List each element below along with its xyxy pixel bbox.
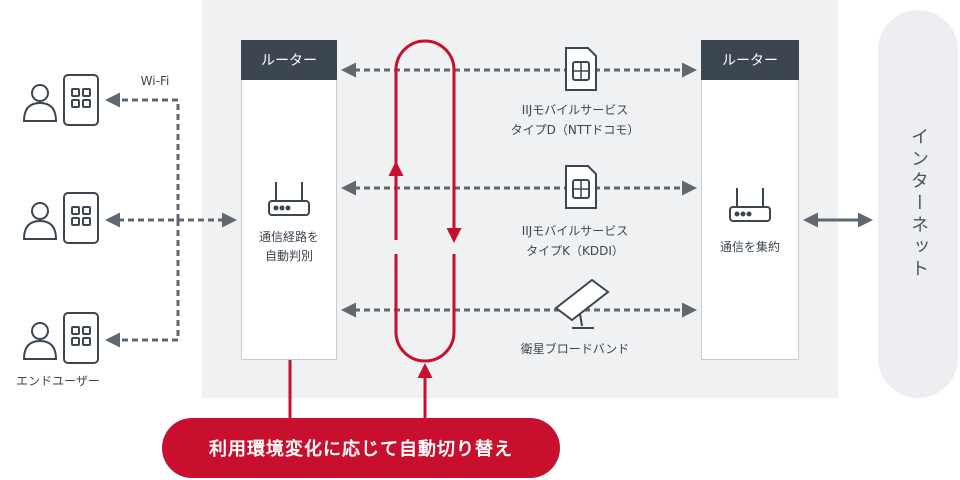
satellite-dish-icon <box>554 278 610 329</box>
right-router-title: ルーター <box>701 40 799 80</box>
wifi-arrow-bottom <box>105 220 180 348</box>
right-router-label: 通信を集約 <box>719 240 780 254</box>
router-device-icon-left <box>268 182 310 216</box>
left-router-label-line1: 通信経路を <box>258 230 319 244</box>
switching-loop <box>394 39 456 363</box>
wifi-label: Wi-Fi <box>140 74 170 88</box>
user-icon-3 <box>22 322 58 360</box>
right-router-box <box>701 40 799 360</box>
sim-icon-docomo <box>565 47 597 91</box>
phone-icon-1 <box>63 74 99 126</box>
line-docomo-label1: IIJモバイルサービス <box>521 103 629 117</box>
user-icon-1 <box>22 84 58 122</box>
end-users-label: エンドユーザー <box>16 374 100 388</box>
phone-icon-3 <box>63 312 99 364</box>
line-docomo-label2: タイプD（NTTドコモ） <box>510 123 640 137</box>
internet-cloud <box>878 10 958 398</box>
sim-icon-kddi <box>565 165 597 209</box>
left-router-label-line2: 自動判別 <box>264 249 313 263</box>
line-satellite-label: 衛星ブロードバンド <box>520 342 630 356</box>
router-device-icon-right <box>729 188 771 222</box>
auto-switch-pill: 利用環境変化に応じて自動切り替え <box>162 418 560 478</box>
user-icon-2 <box>22 202 58 240</box>
phone-icon-2 <box>63 192 99 244</box>
left-router-title: ルーター <box>241 40 337 80</box>
wifi-arrow-top <box>105 92 180 220</box>
line-kddi-label2: タイプK（KDDI） <box>526 244 624 258</box>
line-kddi-label1: IIJモバイルサービス <box>521 224 629 238</box>
internet-label: インターネット <box>908 127 929 281</box>
